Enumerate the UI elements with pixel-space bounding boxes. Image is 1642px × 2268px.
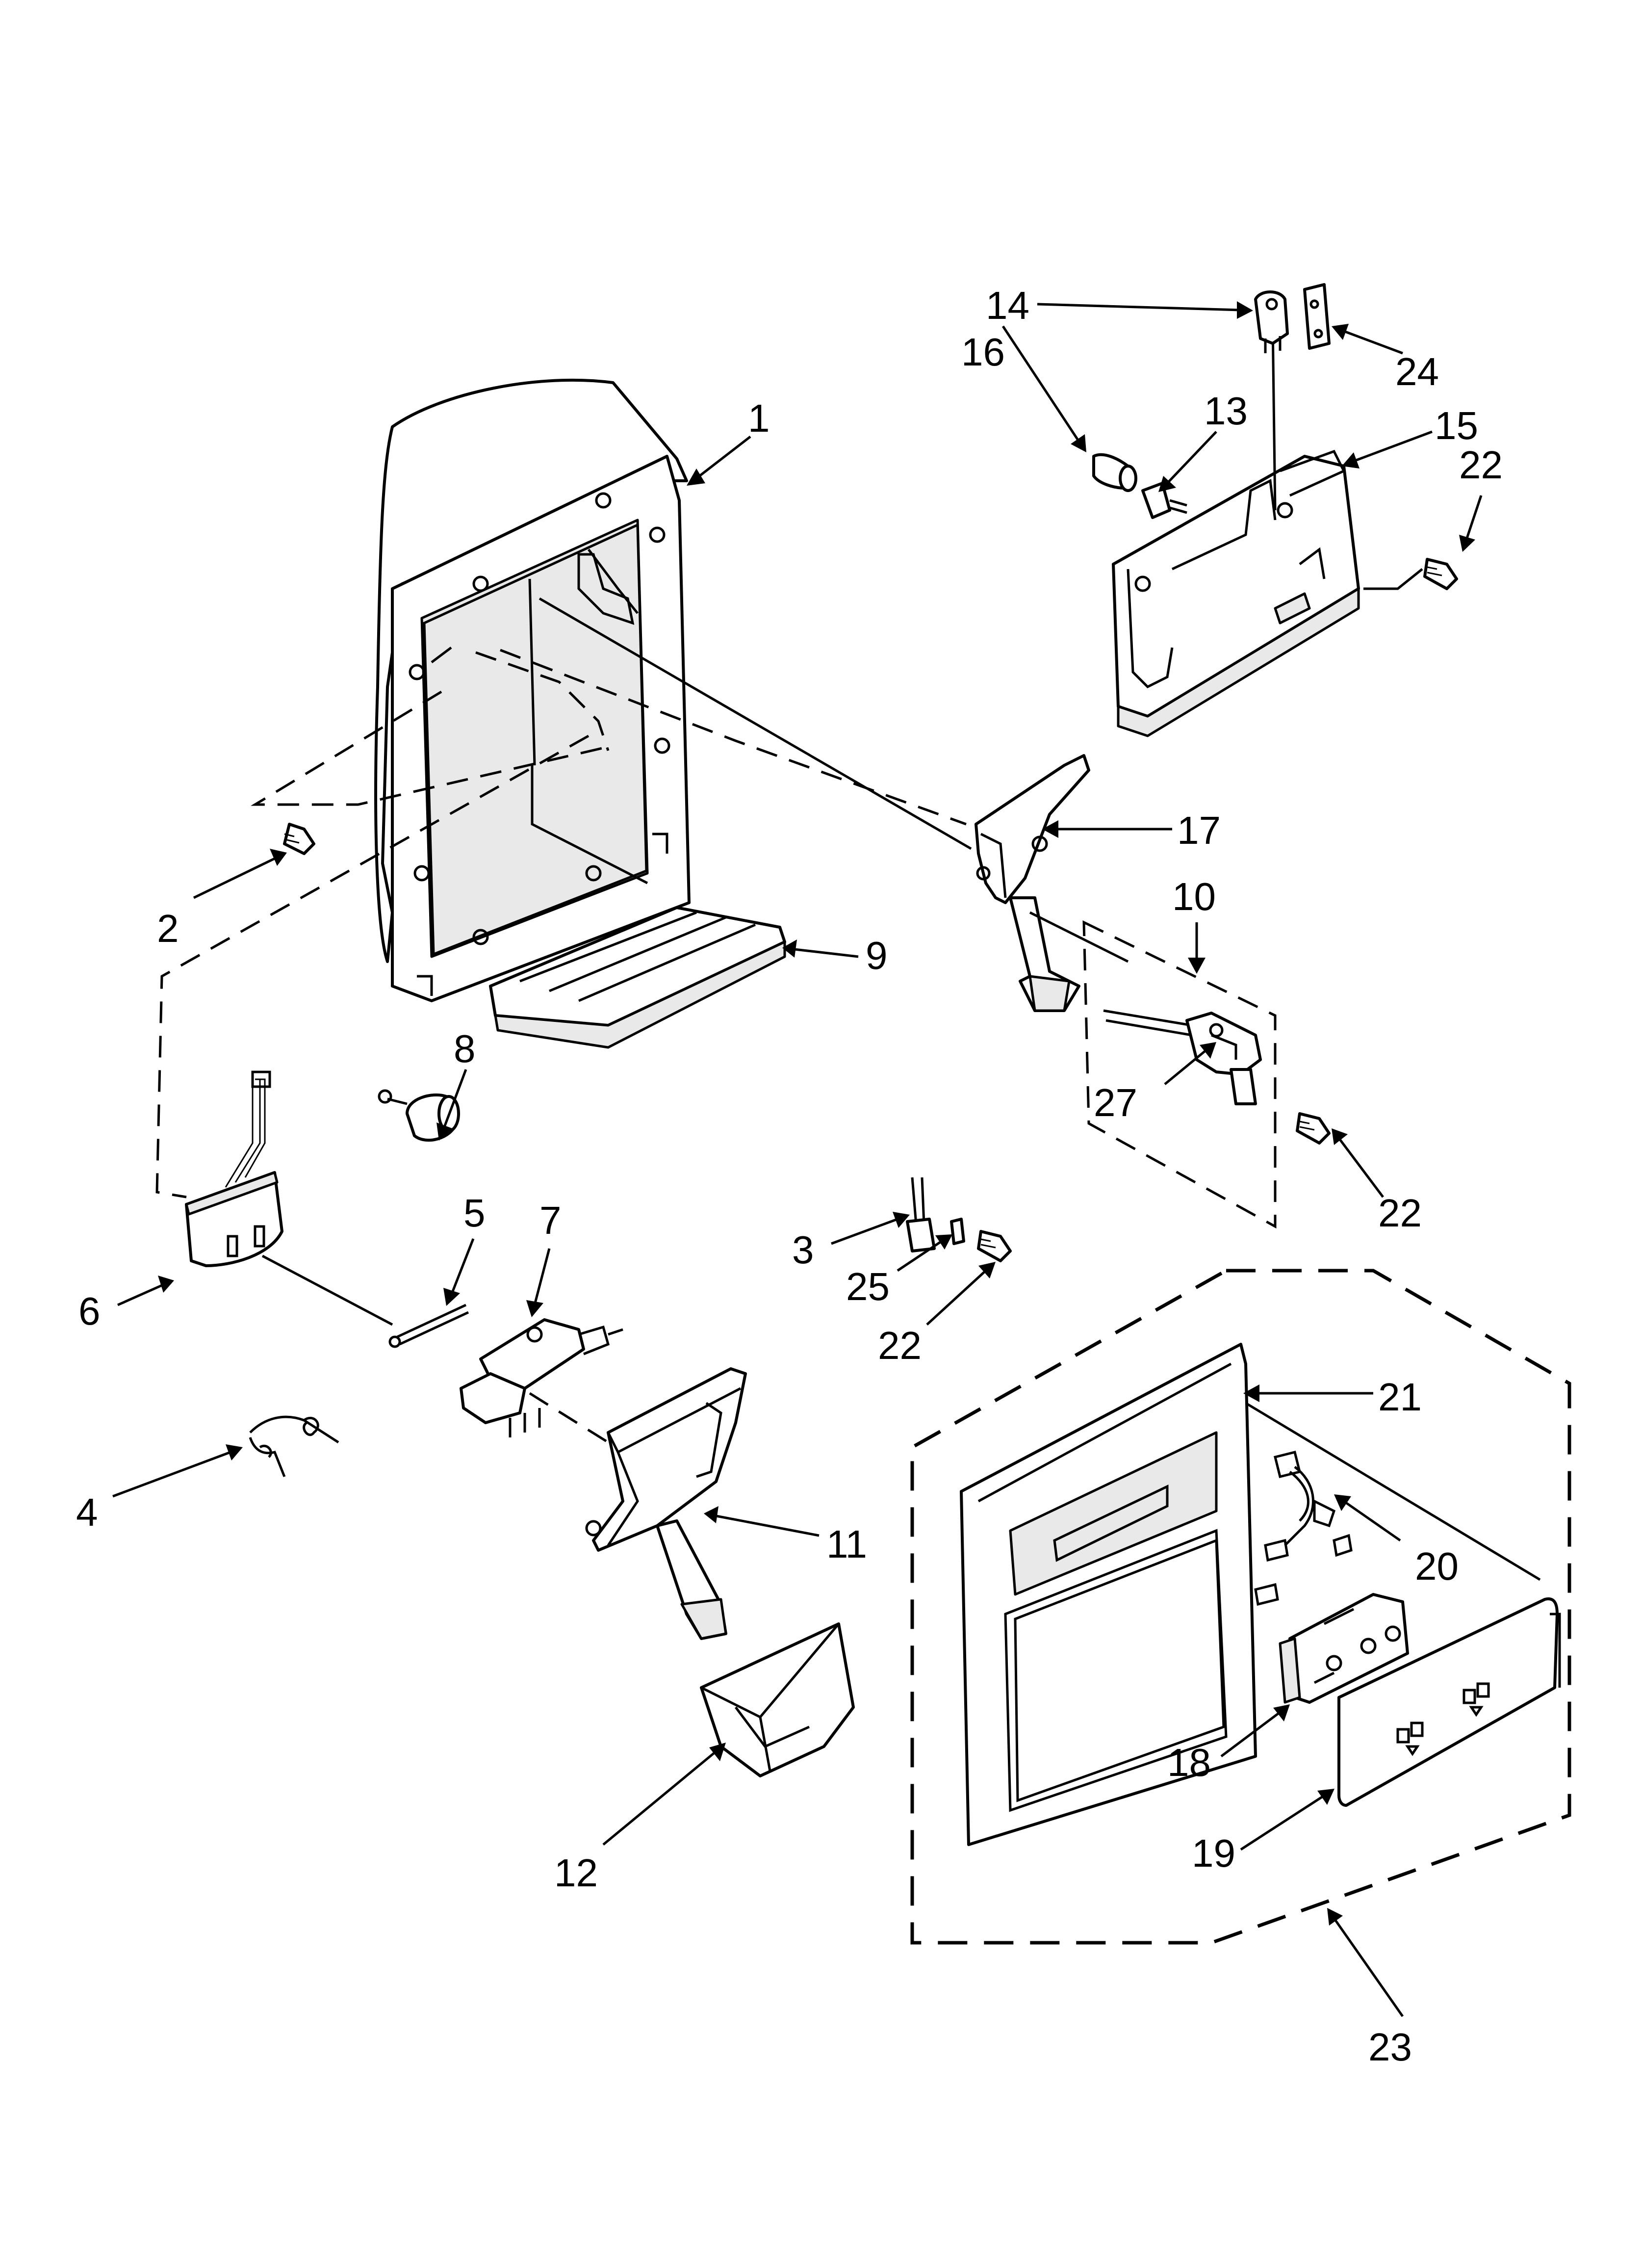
part-13-socket <box>1141 482 1187 519</box>
callout-25: 25 <box>846 1265 890 1308</box>
callout-13: 13 <box>1204 389 1248 433</box>
part-14-switch <box>1254 290 1289 353</box>
callout-6: 6 <box>78 1289 101 1333</box>
part-17-lever <box>975 754 1090 1012</box>
callout-14: 14 <box>986 284 1029 327</box>
callout-16: 16 <box>961 330 1005 374</box>
part-11-chute <box>585 1367 747 1640</box>
part-7-actuator <box>460 1318 623 1437</box>
callout-3: 3 <box>792 1228 814 1272</box>
part-22-screw-right <box>1296 1112 1331 1145</box>
part-27-arm <box>1103 1009 1262 1105</box>
part-4-spring <box>249 1415 339 1477</box>
callout-10: 10 <box>1172 875 1216 918</box>
part-16-bulb <box>1092 453 1137 492</box>
callout-7: 7 <box>539 1199 562 1242</box>
callout-11: 11 <box>826 1522 867 1566</box>
callout-18: 18 <box>1167 1741 1211 1784</box>
part-15-bracket <box>1112 449 1360 737</box>
callout-leaders <box>112 301 1483 2017</box>
callout-9: 9 <box>866 934 888 977</box>
callout-19: 19 <box>1192 1831 1235 1875</box>
callout-22-right: 22 <box>1378 1191 1422 1235</box>
part-20-harness <box>1254 1450 1353 1606</box>
callout-21: 21 <box>1378 1375 1422 1419</box>
part-24-insulator <box>1303 283 1331 350</box>
part-1-housing <box>374 378 691 1002</box>
callout-27: 27 <box>1094 1081 1137 1124</box>
part-8-solenoid <box>378 1089 460 1142</box>
part-19-touchpad <box>1337 1597 1561 1807</box>
part-2-screw <box>283 823 315 855</box>
callout-12: 12 <box>554 1851 598 1895</box>
part-9-drip-tray <box>489 906 786 1049</box>
part-18-control-board <box>1279 1593 1409 1704</box>
part-6-module <box>185 1070 283 1267</box>
callout-15: 15 <box>1435 404 1478 447</box>
callout-17: 17 <box>1177 808 1221 852</box>
callout-1: 1 <box>748 396 770 440</box>
callout-23: 23 <box>1368 2025 1412 2069</box>
callout-labels: 1 2 3 4 5 6 7 8 9 10 11 12 13 14 15 16 1… <box>76 284 1503 2069</box>
callout-8: 8 <box>454 1027 476 1070</box>
part-22-screw-top <box>1423 558 1458 590</box>
callout-4: 4 <box>76 1490 98 1534</box>
part-3-clip <box>906 1177 936 1252</box>
part-25-spacer <box>950 1218 965 1245</box>
callout-5: 5 <box>463 1191 486 1235</box>
callout-22-middle: 22 <box>878 1324 922 1367</box>
callout-20: 20 <box>1415 1544 1459 1588</box>
callout-24: 24 <box>1395 350 1439 393</box>
part-12-funnel <box>700 1622 855 1777</box>
part-21-front-panel <box>960 1343 1257 1846</box>
part-22-screw-middle <box>977 1230 1012 1262</box>
callout-22-top: 22 <box>1459 443 1503 487</box>
part-5-pin <box>388 1303 469 1348</box>
callout-2: 2 <box>157 907 179 950</box>
